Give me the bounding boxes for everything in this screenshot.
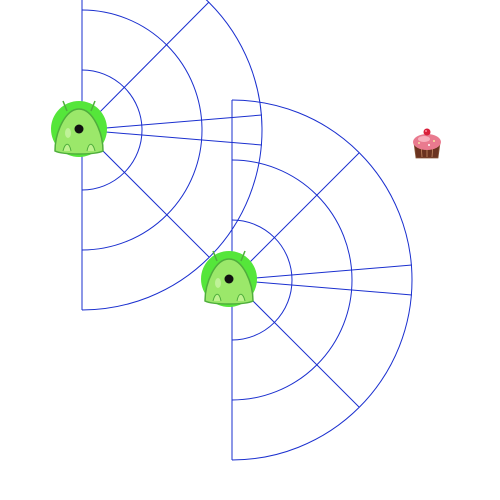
agent-1[interactable]: [51, 100, 107, 157]
agent-core: [74, 124, 84, 134]
sensor-arc: [231, 99, 413, 461]
sensor-arc: [81, 69, 143, 191]
sensor-arc: [231, 159, 353, 401]
sensor-ray: [231, 152, 360, 281]
agent-2-sensor-fan: [231, 99, 413, 461]
sensor-ray: [81, 1, 210, 131]
sensor-ray: [231, 279, 413, 296]
cupcake-icon: [413, 128, 441, 159]
sensor-ray: [231, 264, 413, 281]
sensor-arc: [231, 219, 293, 341]
sensor-ray: [81, 114, 263, 131]
agent-2[interactable]: [201, 250, 257, 307]
agent-core: [224, 274, 234, 284]
sensor-ray: [81, 129, 263, 146]
sensor-arc: [81, 0, 263, 311]
food-item[interactable]: [413, 128, 441, 159]
sensor-arc: [81, 9, 203, 251]
